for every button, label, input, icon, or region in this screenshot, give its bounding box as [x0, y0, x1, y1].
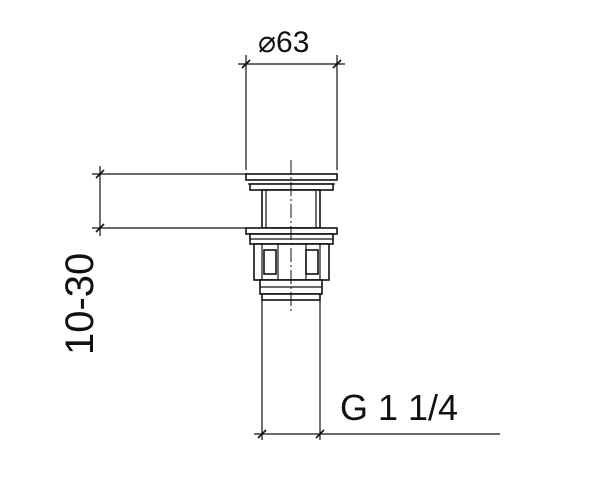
thread-dimension: G 1 1/4: [254, 300, 500, 440]
diameter-dimension: ⌀63: [238, 26, 345, 170]
diameter-label: ⌀63: [258, 26, 309, 59]
hex-face-left: [263, 249, 277, 275]
height-range-label: 10-30: [58, 253, 102, 355]
height-dimension: 10-30: [58, 166, 250, 355]
hex-face-right: [305, 249, 319, 275]
thread-label: G 1 1/4: [340, 387, 458, 428]
